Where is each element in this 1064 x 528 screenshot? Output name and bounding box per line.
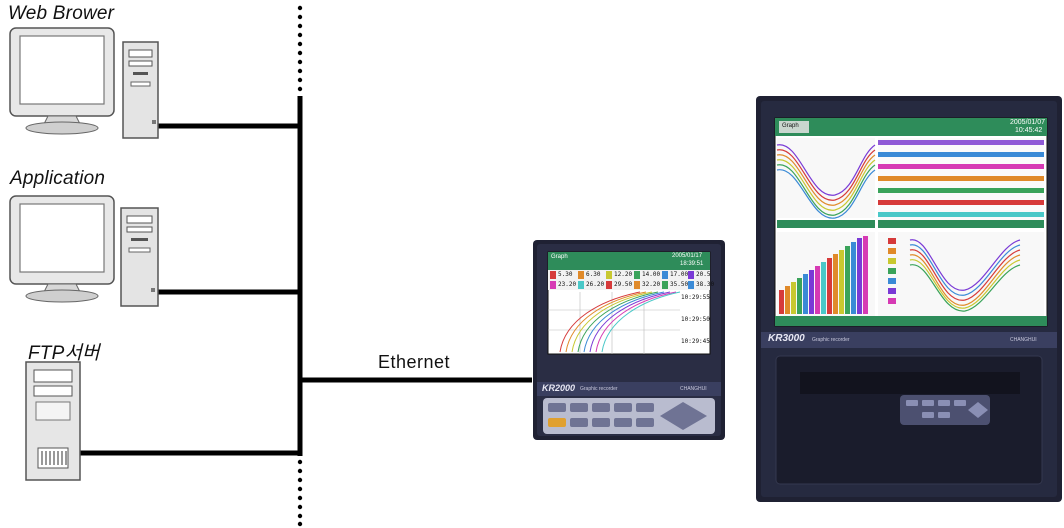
application-computer-icon	[9, 195, 159, 307]
kr3000-screen-time: 10:45:42	[1015, 127, 1043, 134]
kr2000-brand: CHANGHUI	[680, 386, 707, 392]
kr2000-time-2: 10:29:50	[681, 316, 710, 323]
application-label: Application	[10, 168, 106, 189]
kr3000-side-swatches	[888, 238, 896, 304]
kr2000-value-7: 23.20	[558, 281, 577, 288]
web-browser-computer-icon	[9, 27, 159, 139]
kr2000-value-10: 32.20	[642, 281, 661, 288]
kr2000-screen-title: Graph	[551, 254, 568, 260]
kr3000-wave-lines	[776, 144, 876, 219]
kr2000-value-8: 26.20	[586, 281, 605, 288]
kr2000-model-label: KR2000	[542, 383, 576, 393]
kr2000-value-5: 17.00	[670, 271, 689, 278]
kr2000-screen-time: 18:39:51	[680, 261, 704, 267]
kr3000-table-rows	[878, 140, 1044, 217]
kr2000-value-1: 5.30	[558, 271, 573, 278]
web-browser-label: Web Brower	[8, 3, 115, 24]
ftp-server-icon	[25, 361, 81, 481]
kr2000-trend-lines	[559, 291, 681, 353]
kr2000-time-1: 10:29:55	[681, 294, 710, 301]
kr2000-time-3: 10:29:45	[681, 338, 710, 345]
kr2000-value-12: 38.30	[696, 281, 715, 288]
bus-dotted-bottom	[297, 459, 303, 527]
kr2000-channel-swatches	[550, 271, 694, 289]
kr2000-recorder-icon	[533, 240, 725, 440]
kr2000-value-9: 29.50	[614, 281, 633, 288]
kr3000-bar-chart	[779, 236, 868, 314]
kr2000-subtitle: Graphic recorder	[580, 386, 618, 392]
ethernet-label: Ethernet	[378, 352, 451, 372]
ftp-server-label: FTP서버	[28, 343, 100, 364]
kr2000-value-4: 14.00	[642, 271, 661, 278]
kr3000-recorder-icon	[756, 96, 1062, 502]
kr3000-screen-date: 2005/01/07	[1010, 119, 1046, 126]
kr2000-value-6: 20.5	[696, 271, 711, 278]
kr2000-value-3: 12.20	[614, 271, 633, 278]
kr2000-value-2: 6.30	[586, 271, 601, 278]
kr3000-brand: CHANGHUI	[1010, 337, 1037, 343]
kr3000-model-label: KR3000	[768, 333, 805, 344]
bus-dotted-top	[297, 5, 303, 92]
kr3000-screen-tab: Graph	[782, 123, 799, 129]
kr2000-value-11: 35.50	[670, 281, 689, 288]
kr2000-screen-date: 2005/01/17	[672, 253, 703, 259]
kr3000-subtitle: Graphic recorder	[812, 337, 850, 343]
